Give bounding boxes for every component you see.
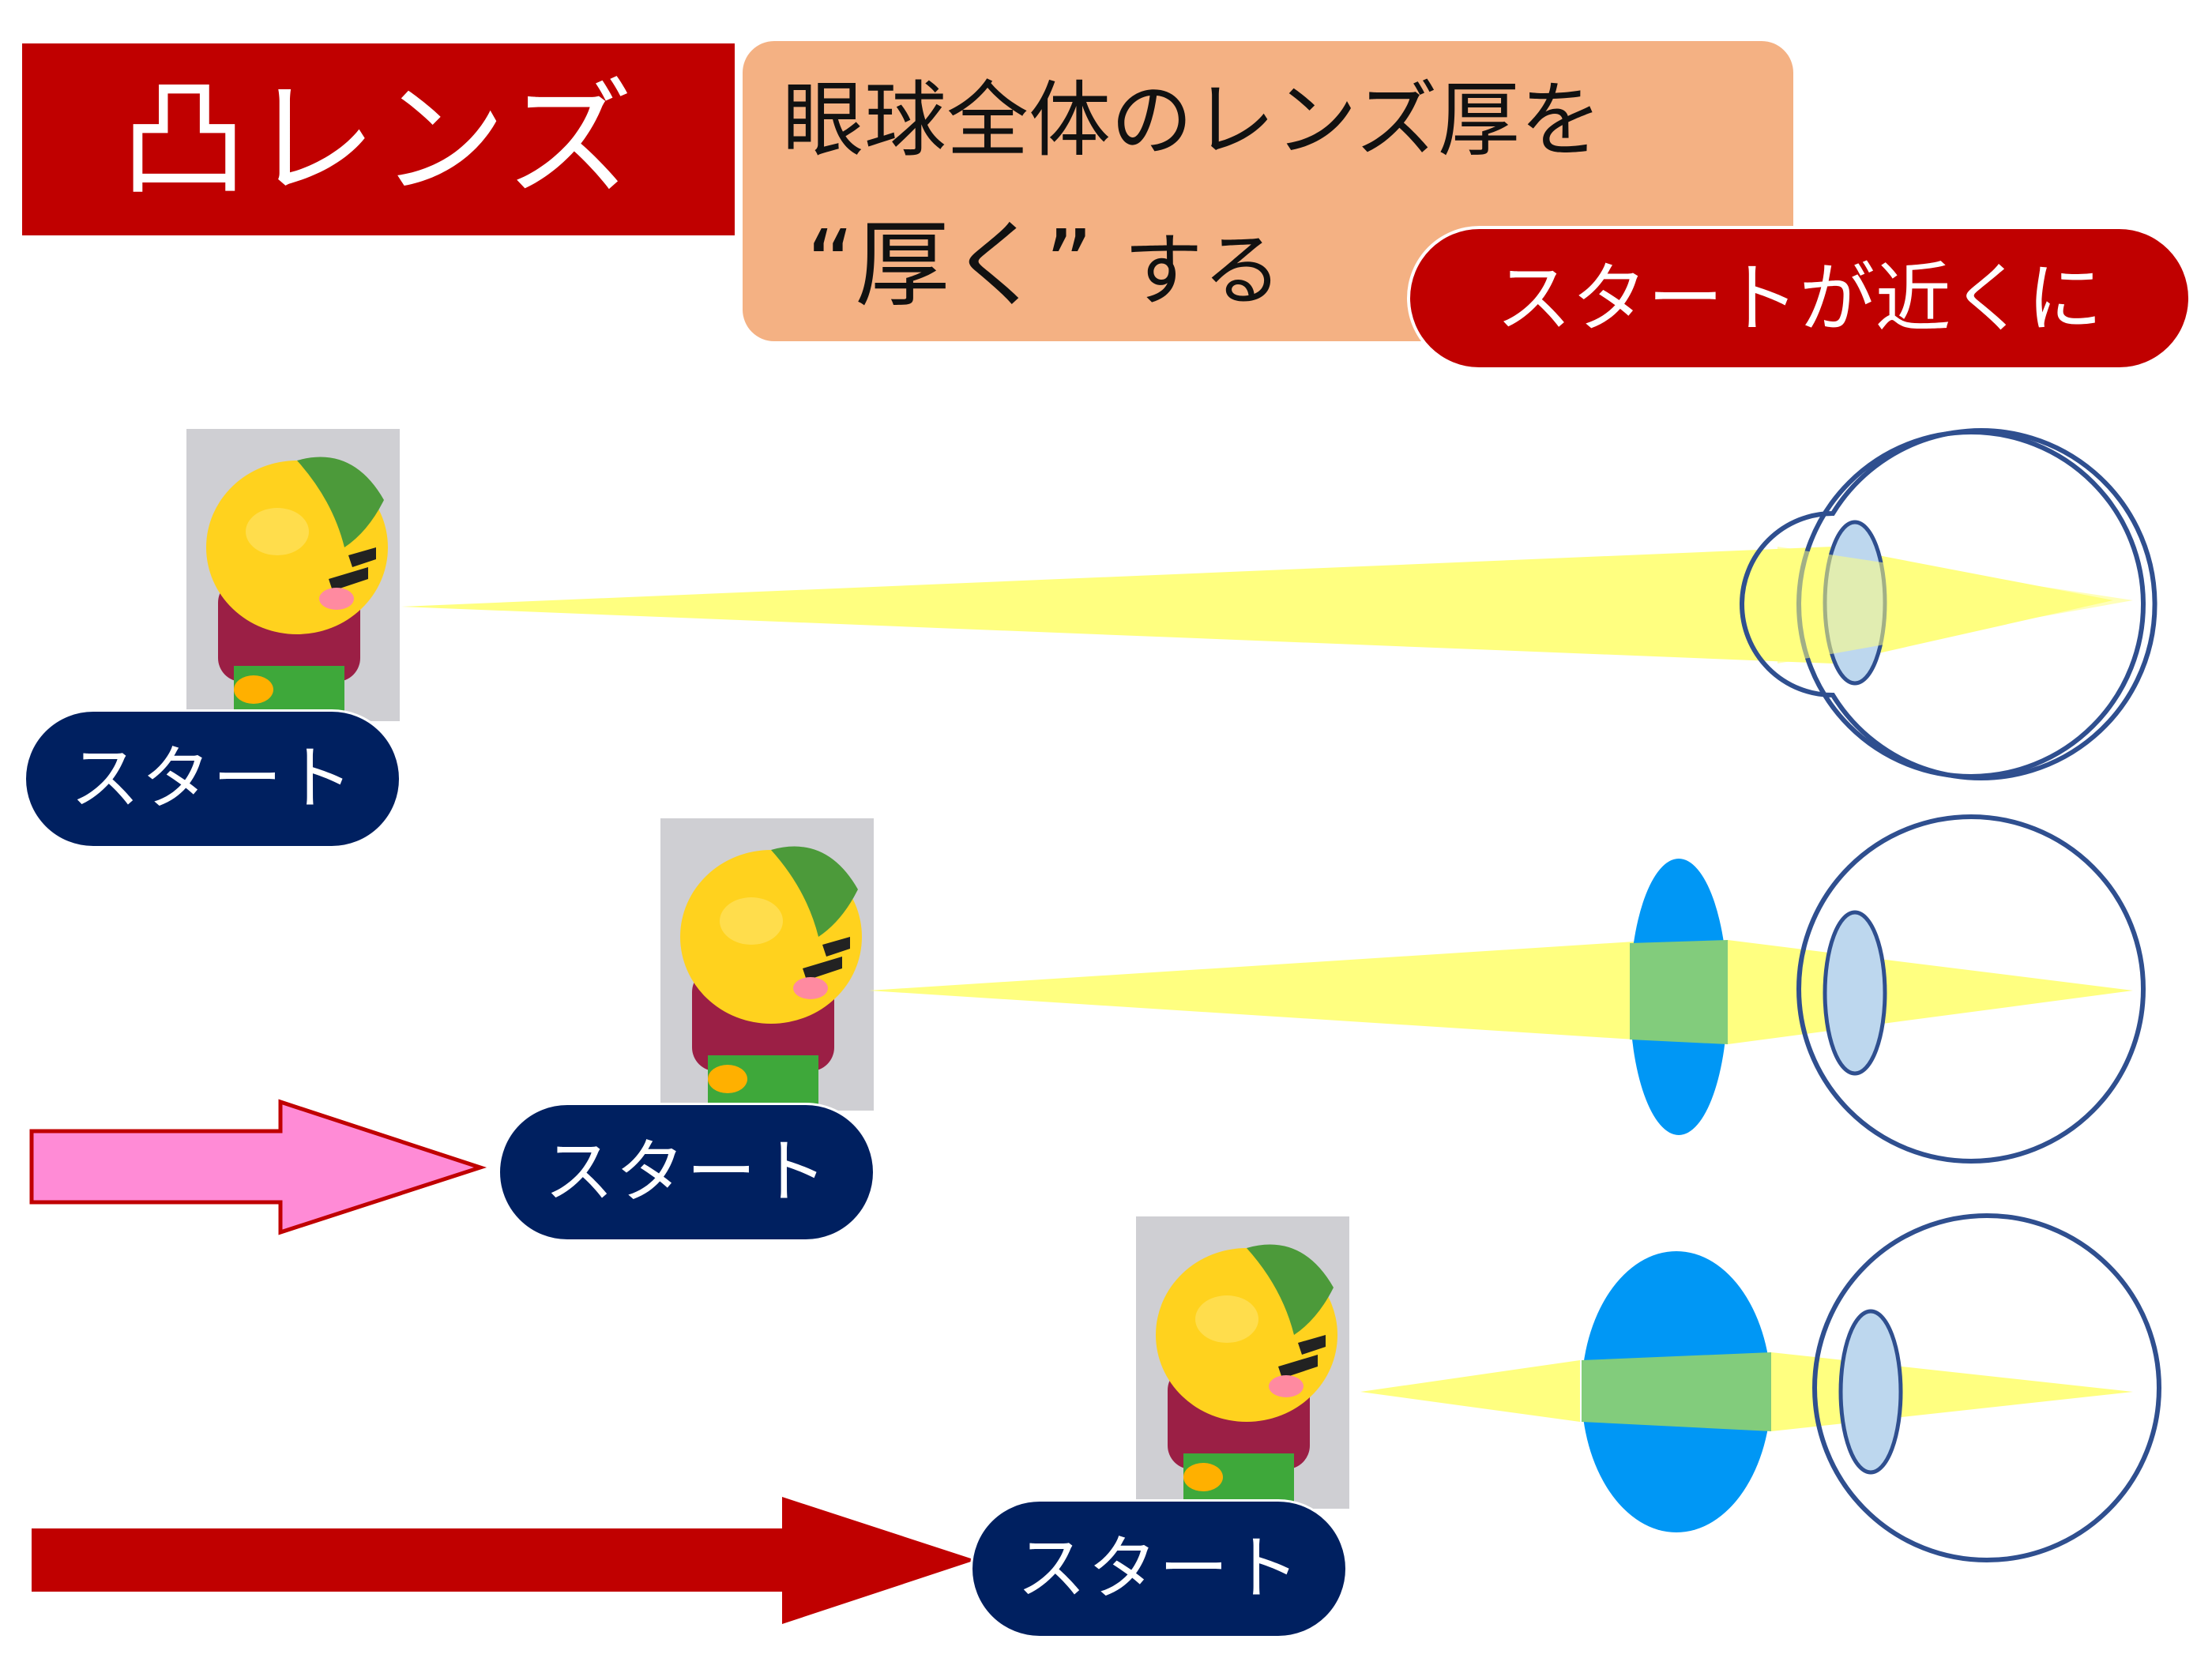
start-label-text: スタート	[1016, 1528, 1301, 1609]
light-beam-refracted	[1771, 1352, 2133, 1431]
beam-through-lens	[1630, 940, 1728, 1044]
title-box: 凸レンズ	[22, 43, 735, 235]
light-beam	[1360, 1360, 1580, 1422]
red-arrow	[32, 1497, 976, 1624]
description-line2: “厚く” する	[806, 219, 1282, 314]
light-focus	[1778, 547, 2133, 664]
eyeball-outline	[1812, 1213, 2161, 1562]
mascot-image	[1136, 1216, 1349, 1509]
start-label-text: スタート	[70, 738, 355, 819]
start-label-2: スタート	[498, 1103, 875, 1242]
page-title: 凸レンズ	[120, 65, 637, 213]
mascot-image	[186, 429, 400, 721]
result-badge: スタートが近くに	[1410, 229, 2188, 367]
crystalline-lens	[1838, 1309, 1903, 1475]
beam-through-lens	[1582, 1352, 1771, 1431]
light-beam-refracted	[1728, 940, 2133, 1044]
start-label-text: スタート	[544, 1131, 829, 1212]
start-label-3: スタート	[970, 1499, 1348, 1638]
scene-3	[32, 1213, 2161, 1624]
scene-1	[186, 428, 2157, 780]
description-suffix: する	[1123, 224, 1282, 317]
light-beam	[869, 940, 1659, 1041]
description-line1: 眼球全体のレンズ厚を	[782, 72, 1602, 168]
description-emphasis: “厚く”	[806, 211, 1094, 321]
eyeball	[1740, 428, 2157, 780]
crystalline-lens	[1823, 910, 1887, 1076]
pink-arrow	[29, 1099, 487, 1235]
scene-2	[29, 814, 2146, 1235]
result-badge-label: スタートが近くに	[1495, 254, 2103, 343]
mascot-image	[660, 818, 874, 1111]
light-beam-cone	[401, 547, 1833, 664]
start-label-1: スタート	[24, 709, 401, 848]
eyeball-outline	[1796, 814, 2146, 1164]
